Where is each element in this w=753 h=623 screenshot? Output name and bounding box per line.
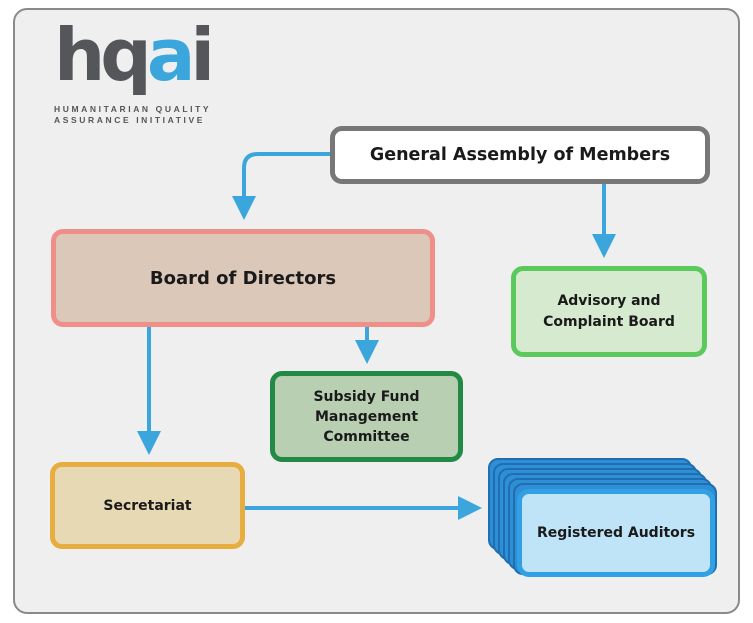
logo-tagline: HUMANITARIAN QUALITY ASSURANCE INITIATIV… <box>54 104 211 126</box>
node-general-assembly: General Assembly of Members <box>330 126 710 184</box>
node-board-of-directors: Board of Directors <box>51 229 435 327</box>
node-subsidy-fund-committee: Subsidy Fund Management Committee <box>270 371 463 462</box>
node-board-of-directors-label: Board of Directors <box>149 267 337 289</box>
hqai-logo: hqai <box>54 13 215 97</box>
node-advisory-label-line1: Advisory and <box>557 292 661 309</box>
node-registered-auditors-label: Registered Auditors <box>536 525 696 541</box>
node-advisory-label-line2: Complaint Board <box>543 313 675 330</box>
logo-wordmark: hqai <box>54 13 215 97</box>
node-subsidy-label-line3: Committee <box>323 428 410 445</box>
node-registered-auditors: Registered Auditors <box>517 489 715 577</box>
logo-tagline-line1: HUMANITARIAN QUALITY <box>54 104 212 114</box>
arrow-assembly-to-board <box>232 152 332 220</box>
node-general-assembly-label: General Assembly of Members <box>369 145 671 165</box>
logo-tagline-line2: ASSURANCE INITIATIVE <box>54 115 206 125</box>
node-subsidy-label-line1: Subsidy Fund <box>313 388 420 405</box>
node-secretariat: Secretariat <box>50 462 245 549</box>
node-advisory-complaint-board: Advisory and Complaint Board <box>511 266 707 357</box>
node-secretariat-label: Secretariat <box>103 497 192 514</box>
node-subsidy-label-line2: Management <box>314 408 419 425</box>
